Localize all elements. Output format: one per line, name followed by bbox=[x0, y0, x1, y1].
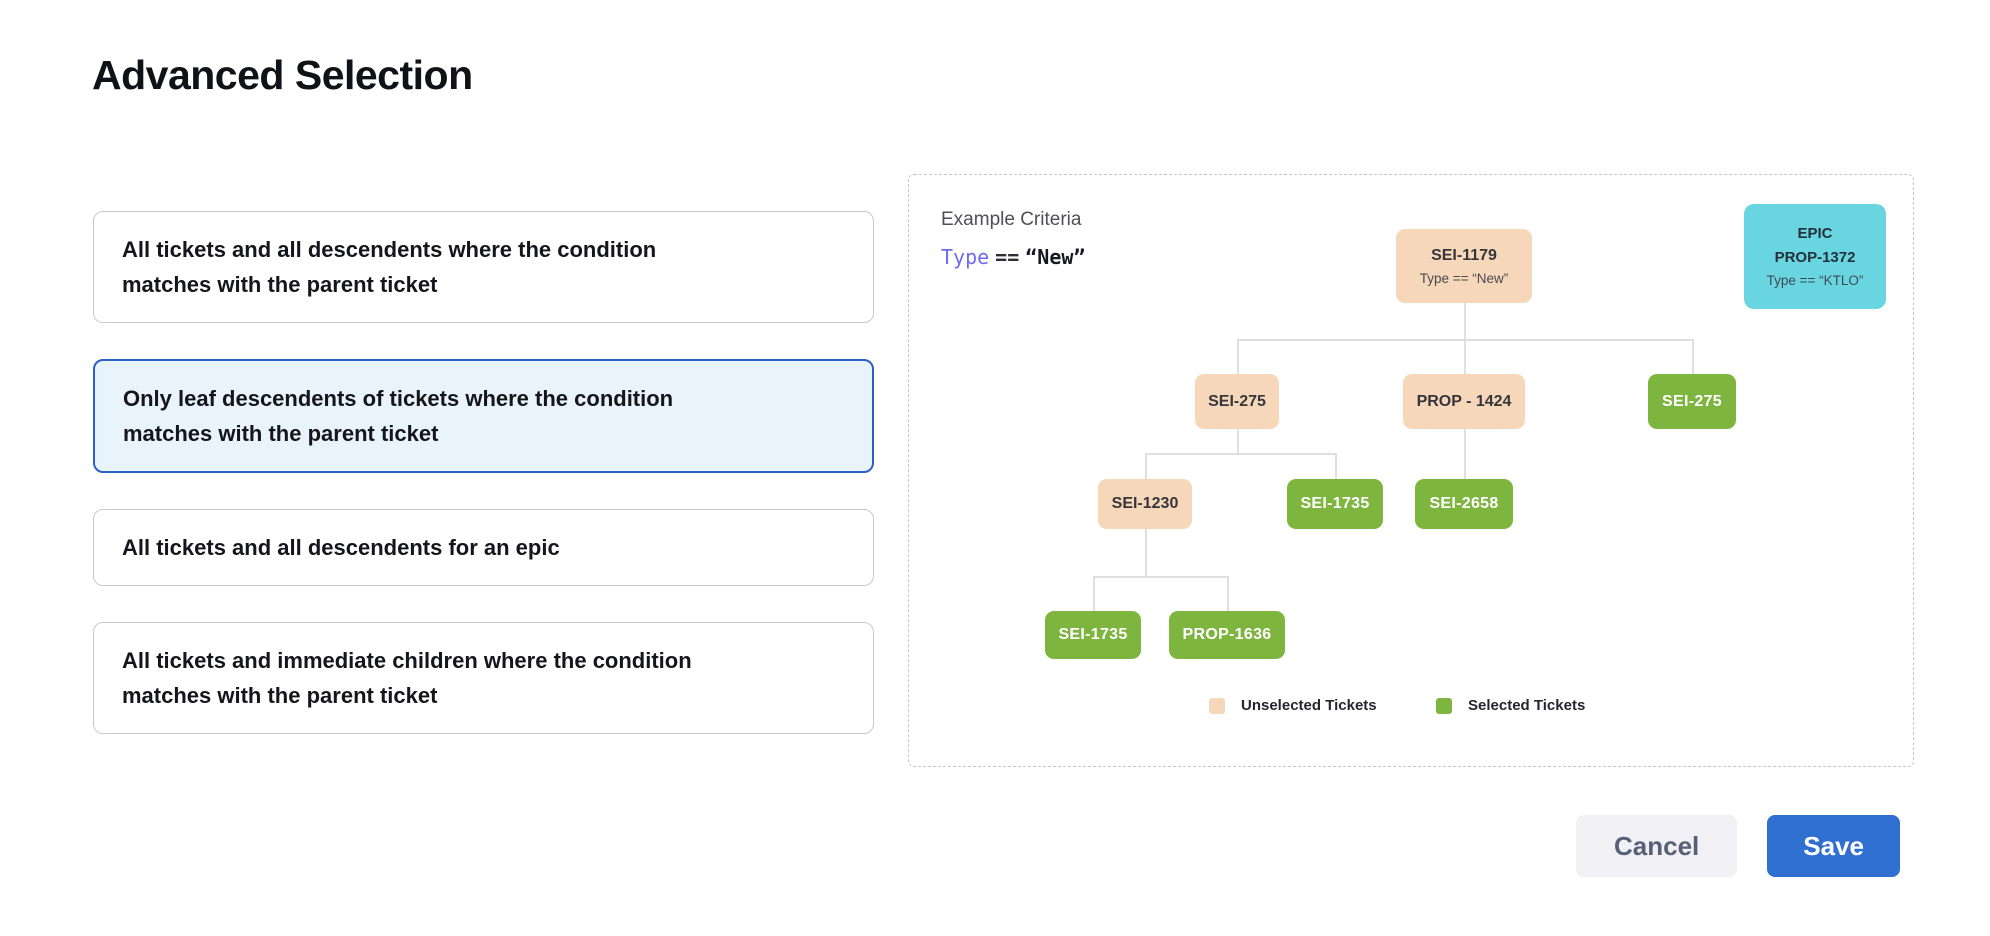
ticket-id: SEI-1735 bbox=[1058, 626, 1128, 643]
tree-connector bbox=[1237, 429, 1239, 453]
ticket-node: SEI-1735 bbox=[1287, 479, 1383, 529]
ticket-criteria: Type == “New” bbox=[1419, 270, 1509, 286]
ticket-node: SEI-275 bbox=[1648, 374, 1736, 429]
dialog-footer: Cancel Save bbox=[1576, 815, 1900, 877]
legend-label: Unselected Tickets bbox=[1241, 697, 1377, 714]
legend-selected: Selected Tickets bbox=[1436, 697, 1585, 714]
unselected-swatch-icon bbox=[1209, 697, 1225, 714]
tree-connector bbox=[1692, 339, 1694, 374]
ticket-node: SEI-1735 bbox=[1045, 611, 1141, 659]
option-label: All tickets and all descendents where th… bbox=[122, 237, 657, 297]
cancel-button[interactable]: Cancel bbox=[1576, 815, 1738, 877]
option-descendents-for-epic[interactable]: All tickets and all descendents for an e… bbox=[93, 509, 874, 586]
example-diagram-panel: Example Criteria Type==“New” EPIC PROP-1… bbox=[908, 174, 1914, 767]
example-criteria-label: Example Criteria bbox=[941, 209, 1082, 230]
ticket-id: SEI-275 bbox=[1662, 392, 1722, 410]
ticket-tree: SEI-1179 Type == “New” SEI-275 PROP - 14… bbox=[909, 175, 1913, 766]
tree-connector bbox=[1145, 529, 1147, 576]
epic-ticket-node: EPIC PROP-1372 Type == “KTLO” bbox=[1744, 204, 1886, 309]
tree-connector bbox=[1335, 453, 1337, 479]
option-label: All tickets and immediate children where… bbox=[122, 648, 692, 708]
save-button[interactable]: Save bbox=[1767, 815, 1900, 877]
tree-connector bbox=[1093, 576, 1227, 578]
epic-criteria-label: Type == “KTLO” bbox=[1766, 273, 1864, 288]
tree-connector bbox=[1145, 453, 1147, 479]
ticket-id: SEI-1179 bbox=[1431, 246, 1497, 264]
tree-connector bbox=[1237, 339, 1692, 341]
criteria-field: Type bbox=[941, 245, 990, 269]
tree-connector bbox=[1464, 429, 1466, 479]
selection-options-list: All tickets and all descendents where th… bbox=[93, 211, 874, 734]
ticket-id: PROP-1636 bbox=[1182, 626, 1272, 643]
epic-id-label: PROP-1372 bbox=[1774, 249, 1856, 266]
option-immediate-children[interactable]: All tickets and immediate children where… bbox=[93, 622, 874, 734]
ticket-id: SEI-1735 bbox=[1300, 495, 1370, 512]
ticket-id: SEI-275 bbox=[1208, 392, 1266, 410]
selected-swatch-icon bbox=[1436, 697, 1452, 714]
legend-unselected: Unselected Tickets bbox=[1209, 697, 1377, 714]
option-label: Only leaf descendents of tickets where t… bbox=[123, 386, 674, 446]
criteria-operator: == bbox=[995, 245, 1020, 269]
ticket-node-root: SEI-1179 Type == “New” bbox=[1396, 229, 1532, 303]
ticket-id: PROP - 1424 bbox=[1416, 392, 1512, 410]
epic-kind-label: EPIC bbox=[1797, 225, 1833, 242]
option-all-descendents[interactable]: All tickets and all descendents where th… bbox=[93, 211, 874, 323]
example-criteria: Example Criteria Type==“New” bbox=[941, 209, 1085, 269]
ticket-id: SEI-1230 bbox=[1111, 495, 1179, 512]
ticket-node: SEI-275 bbox=[1195, 374, 1279, 429]
criteria-value: “New” bbox=[1025, 245, 1086, 269]
legend-label: Selected Tickets bbox=[1468, 697, 1586, 714]
ticket-node: PROP-1636 bbox=[1169, 611, 1285, 659]
option-leaf-descendents[interactable]: Only leaf descendents of tickets where t… bbox=[93, 359, 874, 473]
tree-connector bbox=[1227, 576, 1229, 611]
tree-connector bbox=[1093, 576, 1095, 611]
tree-connector bbox=[1464, 303, 1466, 374]
ticket-node: SEI-1230 bbox=[1098, 479, 1192, 529]
ticket-id: SEI-2658 bbox=[1429, 495, 1499, 512]
example-criteria-expression: Type==“New” bbox=[941, 245, 1085, 269]
ticket-node: PROP - 1424 bbox=[1403, 374, 1525, 429]
ticket-node: SEI-2658 bbox=[1415, 479, 1513, 529]
tree-connector bbox=[1237, 339, 1239, 374]
page-title: Advanced Selection bbox=[92, 52, 473, 98]
option-label: All tickets and all descendents for an e… bbox=[122, 535, 560, 560]
tree-connector bbox=[1145, 453, 1335, 455]
